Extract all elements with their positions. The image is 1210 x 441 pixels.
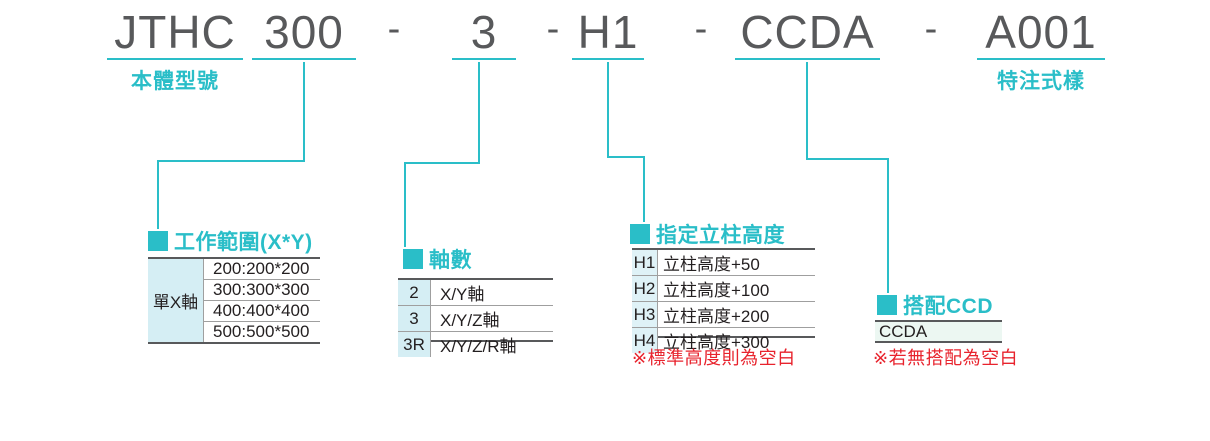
connector-line [157,160,305,162]
axis-desc: X/Y/Z/R軸 [440,337,517,356]
axis-count-table: 2 X/Y軸 3 X/Y/Z軸 3R X/Y/Z/R軸 [398,278,553,357]
work-range-row-header: 單X軸 [148,259,204,342]
code-segment-special: A001 [977,6,1105,60]
height-code: H4 [632,328,658,353]
table-row: H2 立柱高度+100 [632,276,815,302]
height-code: H3 [632,302,658,327]
work-range-table: 單X軸 200:200*200 300:300*300 400:400*400 … [148,257,320,344]
code-segment-height: H1 [572,6,644,60]
axis-count-heading: 軸數 [403,244,472,274]
ccd-note: ※若無搭配為空白 [873,348,1019,368]
connector-line [643,156,645,222]
height-desc: 立柱高度+100 [663,281,770,300]
code-dash: - [546,8,560,50]
special-spec-label: 特注式樣 [997,70,1085,93]
height-desc: 立柱高度+200 [663,307,770,326]
connector-line [887,158,889,293]
table-row: 3 X/Y/Z軸 [398,306,553,332]
work-range-value: 200:200*200 [204,259,320,280]
body-model-label: 本體型號 [131,70,219,93]
connector-line [404,162,406,247]
teal-square-icon [877,295,897,315]
table-row: 3R X/Y/Z/R軸 [398,332,553,357]
axis-code: 3R [398,332,431,357]
table-row: 2 X/Y軸 [398,280,553,306]
axis-count-heading-text: 軸數 [429,249,472,272]
axis-desc: X/Y/Z軸 [440,311,500,330]
table-row: H4 立柱高度+300 [632,328,815,353]
code-segment-body: JTHC [107,6,243,60]
connector-line [404,162,480,164]
table-row: H3 立柱高度+200 [632,302,815,328]
code-dash: - [694,8,708,50]
column-height-note: ※標準高度則為空白 [632,348,796,368]
column-height-heading: 指定立柱高度 [630,219,785,249]
code-segment-axes: 3 [452,6,516,60]
axis-code: 3 [398,306,431,331]
column-height-table: H1 立柱高度+50 H2 立柱高度+100 H3 立柱高度+200 H4 立柱… [632,248,815,353]
teal-square-icon [403,249,423,269]
ccd-value: CCDA [879,321,928,341]
work-range-value: 500:500*500 [213,322,310,341]
ccd-table: CCDA [875,320,1002,343]
work-range-heading: 工作範圍(X*Y) [148,226,313,256]
connector-line [157,160,159,229]
connector-line [303,62,305,160]
connector-line [607,62,609,158]
code-dash: - [924,8,938,50]
ccd-heading-text: 搭配CCD [903,295,993,318]
work-range-value: 300:300*300 [204,280,320,301]
ccd-heading: 搭配CCD [877,290,993,320]
code-segment-range: 300 [252,6,356,60]
connector-line [806,62,808,160]
height-desc: 立柱高度+50 [663,255,760,274]
code-dash: - [387,8,401,50]
column-height-heading-text: 指定立柱高度 [656,224,785,247]
height-code: H2 [632,276,658,301]
teal-square-icon [148,231,168,251]
axis-desc: X/Y軸 [440,285,485,304]
table-row: H1 立柱高度+50 [632,250,815,276]
connector-line [478,62,480,164]
teal-square-icon [630,224,650,244]
work-range-heading-text: 工作範圍(X*Y) [174,231,313,254]
axis-code: 2 [398,280,431,305]
connector-line [607,156,645,158]
height-code: H1 [632,250,658,275]
work-range-value: 400:400*400 [204,301,320,322]
connector-line [806,158,889,160]
height-desc: 立柱高度+300 [663,333,770,352]
code-segment-ccd: CCDA [735,6,880,60]
